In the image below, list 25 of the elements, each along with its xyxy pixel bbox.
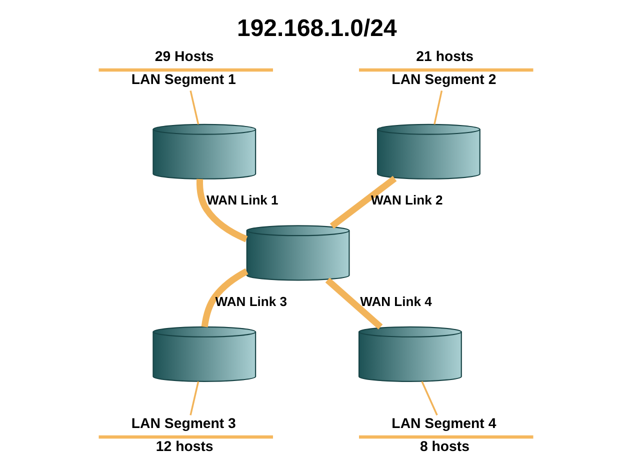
connector bbox=[196, 178, 248, 242]
node-label: 8 hosts bbox=[420, 438, 470, 454]
diagram-title: 192.168.1.0/24 bbox=[237, 14, 397, 42]
node-label: LAN Segment 1 bbox=[131, 70, 236, 87]
node-label: 12 hosts bbox=[156, 438, 214, 454]
node-box bbox=[98, 68, 273, 72]
node-box bbox=[359, 68, 534, 72]
connector bbox=[421, 380, 438, 416]
node-box bbox=[98, 434, 273, 438]
connector bbox=[201, 268, 248, 327]
node-label: LAN Segment 2 bbox=[392, 70, 496, 87]
node-label: LAN Segment 4 bbox=[392, 414, 496, 431]
node-label: 29 Hosts bbox=[154, 48, 214, 64]
connector bbox=[434, 90, 443, 124]
edge-label: WAN Link 3 bbox=[215, 293, 288, 308]
node-box bbox=[359, 434, 534, 438]
node-label: LAN Segment 3 bbox=[131, 414, 236, 431]
connector bbox=[190, 90, 200, 124]
edge-label: WAN Link 1 bbox=[206, 192, 278, 208]
connector bbox=[325, 277, 383, 329]
connector bbox=[330, 175, 397, 228]
node-label: 21 hosts bbox=[416, 48, 474, 64]
edge-label: WAN Link 4 bbox=[360, 293, 432, 308]
connector bbox=[190, 380, 200, 415]
edge-label: WAN Link 2 bbox=[370, 192, 443, 208]
